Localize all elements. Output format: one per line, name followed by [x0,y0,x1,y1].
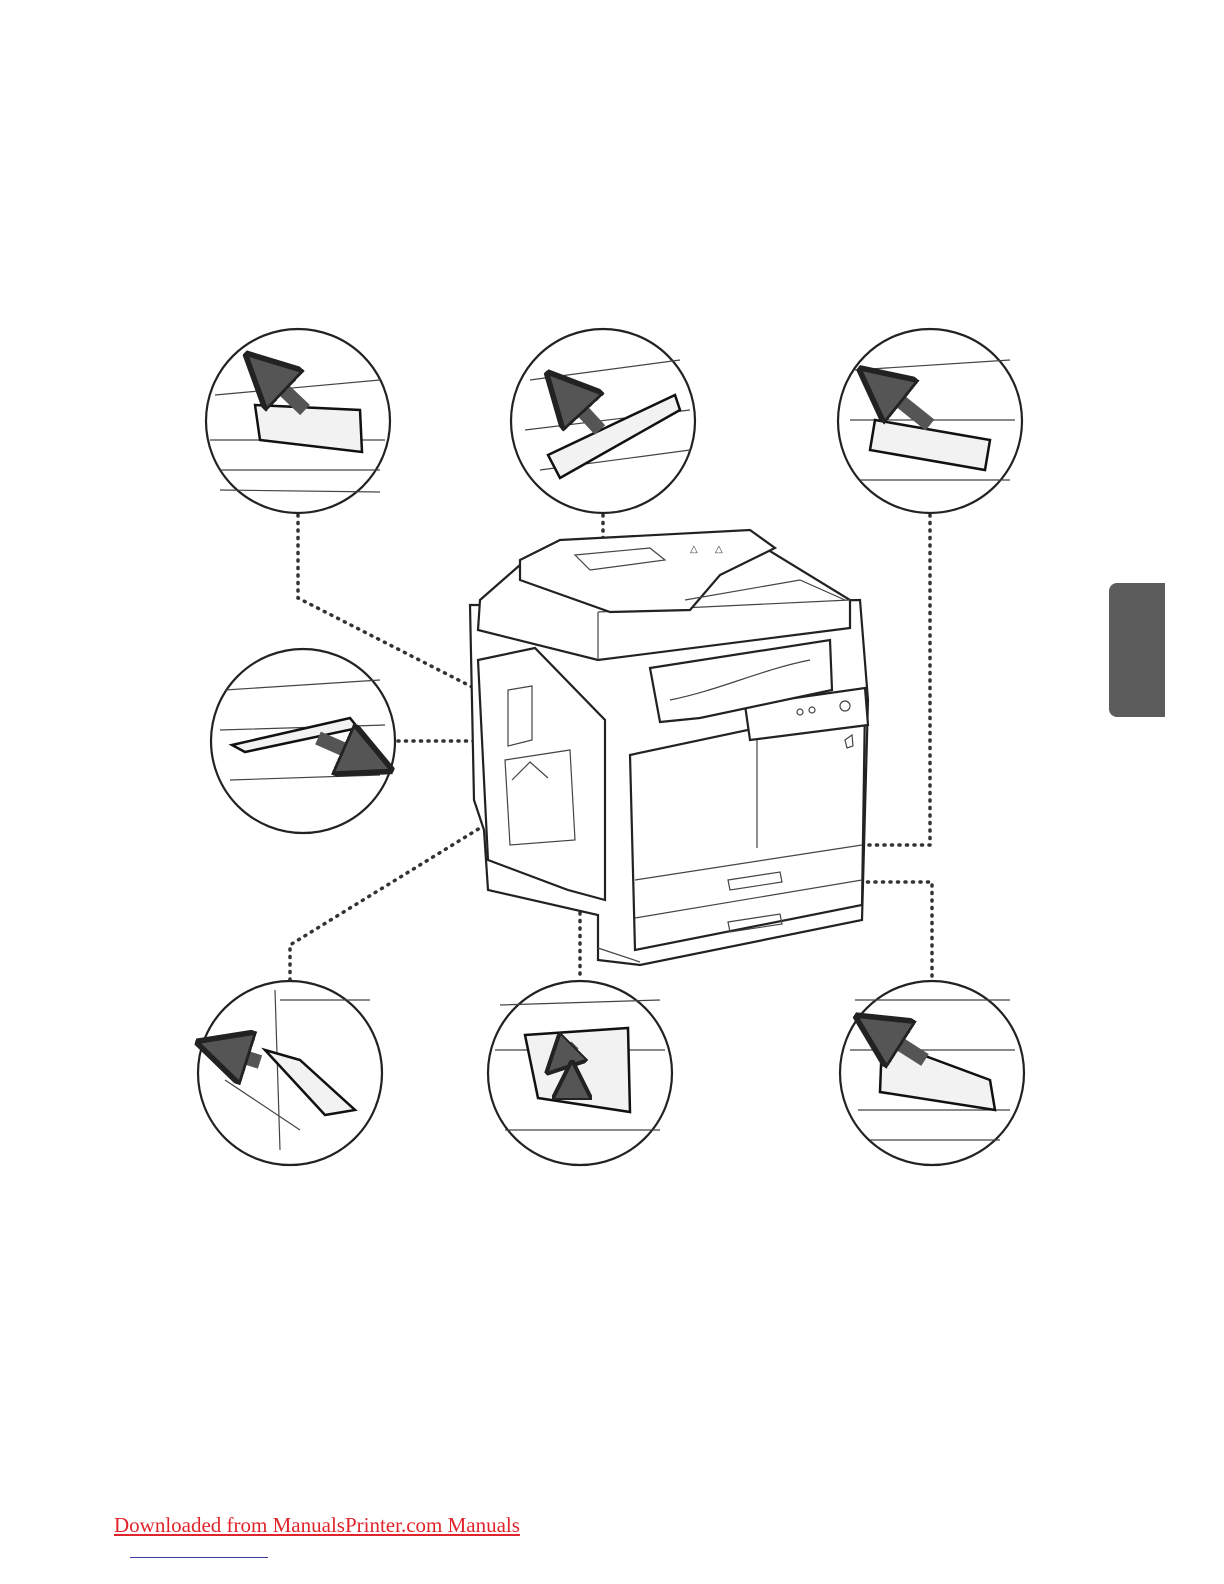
callout-transfer-area [488,981,672,1165]
callout-right-cover-upper [838,329,1022,513]
callout-fixing-unit [206,329,390,513]
callout-lower-right-cover [840,981,1024,1165]
svg-text:△: △ [715,544,723,555]
svg-text:△: △ [690,544,698,555]
footer-underline [130,1557,268,1558]
callout-multipurpose-tray [198,981,382,1165]
download-source-link[interactable]: Downloaded from ManualsPrinter.com Manua… [114,1513,520,1538]
chapter-tab [1109,583,1165,717]
callout-duplex-unit [211,649,395,833]
callout-feeder [511,329,695,513]
printer-illustration: △ △ [470,530,868,965]
